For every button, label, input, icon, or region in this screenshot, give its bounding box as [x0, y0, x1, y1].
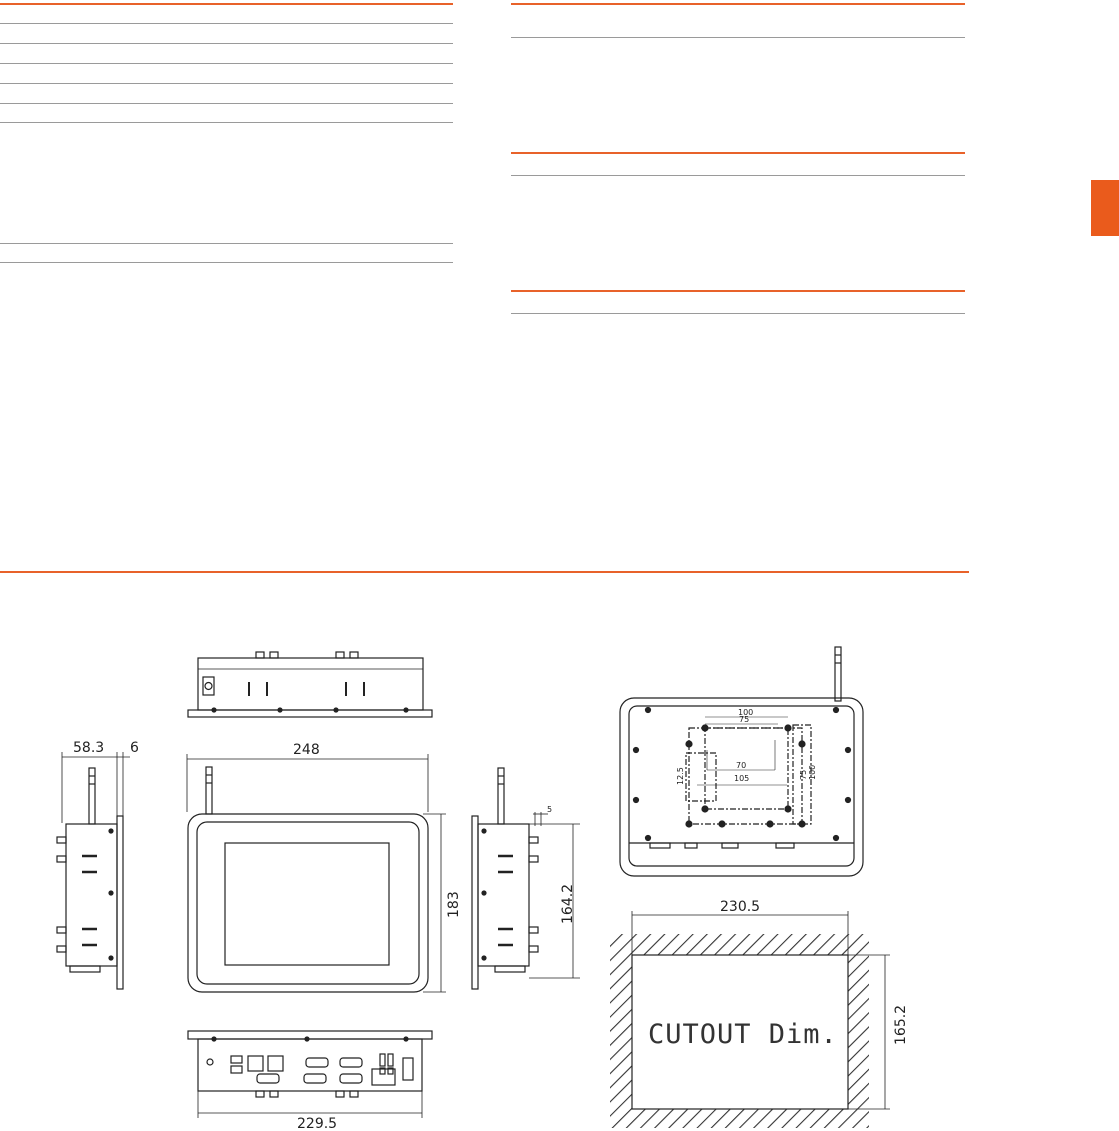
spec-rule-left-7	[0, 243, 453, 244]
spec-rule-left-top	[0, 3, 453, 5]
rear-vesa-view-drawing	[619, 646, 864, 877]
dim-right-gap: 5	[547, 805, 552, 814]
spec-rule-right-top-1	[511, 3, 965, 5]
dim-flange: 6	[130, 740, 139, 756]
dim-depth: 58.3	[73, 740, 104, 756]
dim-vesa-v-inner: 75	[799, 770, 808, 780]
spec-rule-left-6	[0, 122, 453, 123]
left-side-view-drawing	[56, 752, 130, 990]
spec-rule-right-2	[511, 175, 965, 176]
top-view-drawing	[187, 651, 433, 718]
dim-vesa-inner-w2: 70	[736, 761, 746, 770]
spec-rule-left-5	[0, 103, 453, 104]
spec-rule-left-2	[0, 43, 453, 44]
dimensions-section-rule	[0, 571, 969, 573]
spec-rule-left-4	[0, 83, 453, 84]
dim-vesa-outer-h: 100	[738, 708, 753, 717]
dim-vesa-v-outer: 100	[808, 765, 817, 780]
bottom-view-drawing	[187, 1030, 433, 1118]
spec-rule-right-top-2	[511, 152, 965, 154]
dim-front-width: 248	[293, 742, 320, 758]
cutout-label: CUTOUT Dim.	[648, 1019, 838, 1050]
spec-rule-left-3	[0, 63, 453, 64]
spec-rule-right-3	[511, 313, 965, 314]
spec-rule-left-1	[0, 23, 453, 24]
front-view-drawing	[186, 754, 446, 993]
dim-cutout-width: 230.5	[720, 899, 760, 915]
dim-vesa-outer-w2: 105	[734, 774, 749, 783]
dim-front-height: 183	[446, 891, 462, 918]
cutout-drawing	[610, 911, 890, 1128]
dim-vesa-offset: 12.5	[676, 767, 685, 785]
dim-right-height: 164.2	[560, 884, 576, 924]
dim-bottom-width: 229.5	[297, 1116, 337, 1131]
dim-vesa-inner-h: 75	[739, 715, 749, 724]
spec-rule-right-top-3	[511, 290, 965, 292]
right-side-view-drawing	[471, 767, 580, 990]
spec-rule-right-1	[511, 37, 965, 38]
dim-cutout-height: 165.2	[893, 1005, 909, 1045]
spec-rule-left-8	[0, 262, 453, 263]
chapter-tab	[1091, 180, 1119, 236]
